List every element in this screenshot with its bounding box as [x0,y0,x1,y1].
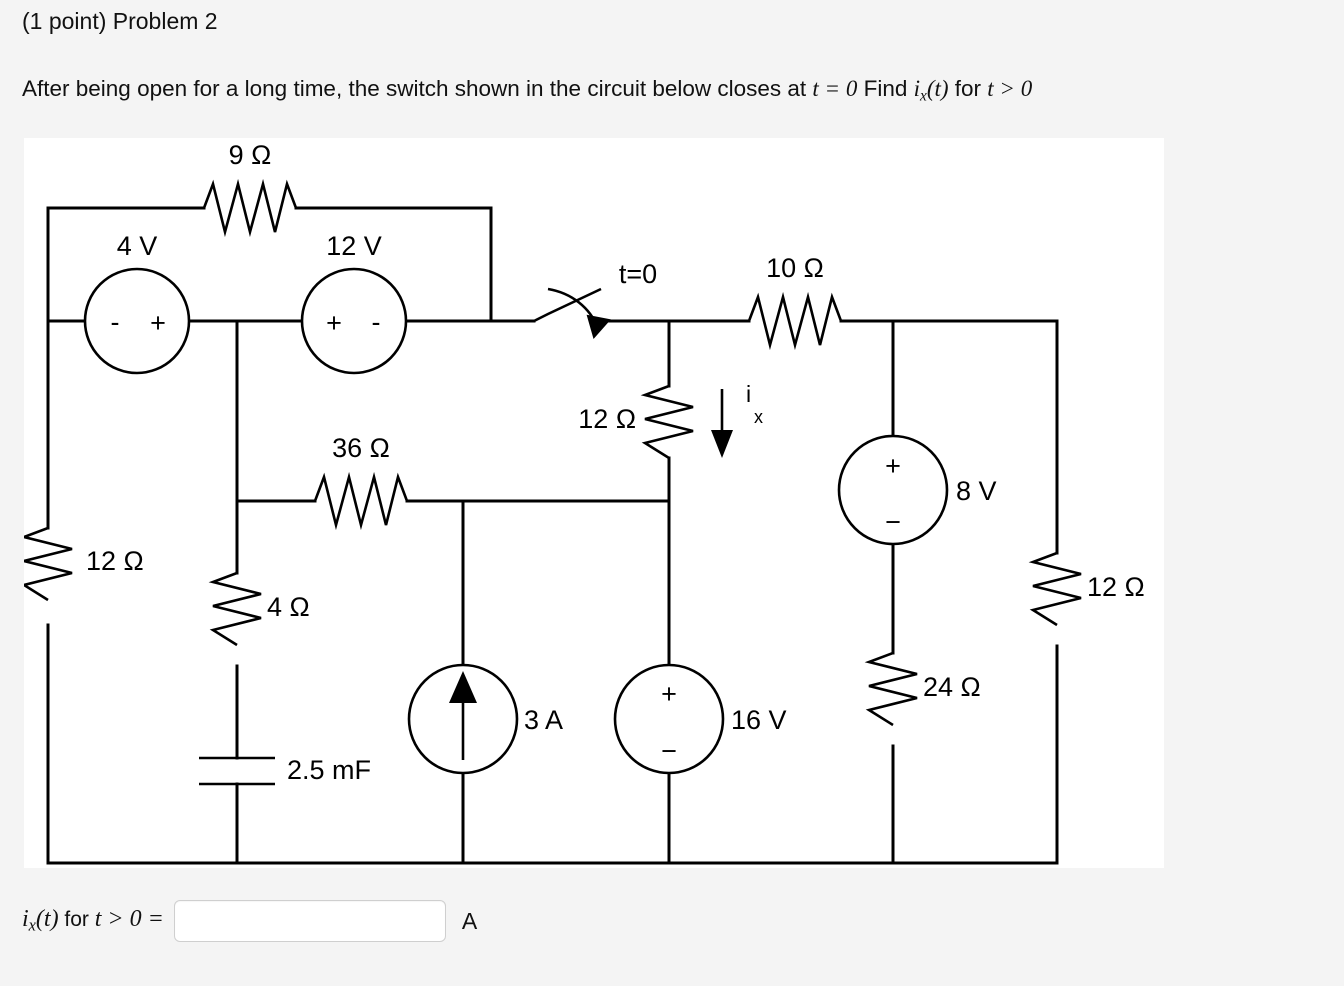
resistor-9-ohm [202,178,298,238]
statement-t-gt-zero: t > 0 [987,76,1033,101]
answer-label-of-t: (t) [35,906,59,933]
voltage-source-4v [83,267,191,375]
answer-label: ix(t) for t > 0 = [22,906,164,936]
resistor-24-ohm [864,651,918,727]
voltage-source-16v [613,663,725,775]
capacitor-label: 2.5 mF [287,755,371,785]
resistor-12-ohm-ix [640,384,694,460]
resistor-4-ohm [208,571,262,647]
page-title: (1 point) Problem 2 [22,8,218,34]
ix-current-subscript: x [754,407,763,427]
voltage-source-4v-label: 4 V [117,231,158,261]
voltage-source-12v-label: 12 V [326,231,382,261]
resistor-4-ohm-label: 4 Ω [267,592,310,622]
resistor-24-ohm-label: 24 Ω [923,672,981,702]
resistor-12-ohm-right [1028,551,1082,627]
answer-label-condition: t > 0 = [94,906,164,933]
voltage-source-8v-plus: + [885,451,901,481]
resistor-10-ohm [747,291,843,351]
voltage-source-12v-plus: + [326,308,342,338]
ix-arrow-head [711,430,733,458]
switch-arrow-head [586,314,611,340]
voltage-source-16v-plus: + [661,679,677,709]
statement-of-t: (t) [926,76,949,101]
resistor-12-ohm-right-label: 12 Ω [1087,572,1145,602]
voltage-source-8v [837,434,949,546]
statement-text-1: After being open for a long time, the sw… [22,76,813,101]
resistor-12-ohm-ix-label: 12 Ω [578,404,636,434]
statement-current-symbol: i [913,76,921,101]
voltage-source-4v-plus: + [150,308,166,338]
problem-statement: After being open for a long time, the sw… [22,76,1032,105]
switch-label-t0: t=0 [619,259,657,289]
resistor-36-ohm-label: 36 Ω [332,433,390,463]
voltage-source-8v-minus: − [885,507,901,537]
statement-current-subscript: x [920,87,927,105]
answer-label-for: for [58,908,95,932]
current-source-3a-label: 3 A [524,705,563,735]
resistor-12-ohm-left-label: 12 Ω [86,546,144,576]
resistor-10-ohm-label: 10 Ω [766,253,824,283]
resistor-12-ohm-left [24,526,73,602]
voltage-source-12v [300,267,408,375]
switch-blade [533,287,602,323]
answer-input[interactable] [173,900,446,942]
resistor-9-ohm-label: 9 Ω [229,140,272,170]
current-source-3a-arrow-head [449,671,477,703]
answer-row: ix(t) for t > 0 = A [22,900,477,942]
answer-unit: A [461,907,478,934]
statement-for: for [948,76,988,101]
voltage-source-8v-label: 8 V [956,476,997,506]
voltage-source-16v-minus: − [661,736,677,766]
circuit-diagram: 9 Ω - + 4 V + - 12 V t=0 10 Ω 12 Ω [24,138,1164,868]
ix-current-label: i [746,381,751,407]
voltage-source-4v-minus: - [111,307,120,337]
statement-find: Find [857,76,914,101]
statement-t-equals-zero: t = 0 [812,76,858,101]
voltage-source-12v-minus: - [372,307,381,337]
resistor-36-ohm [313,471,409,531]
answer-label-subscript: x [28,915,36,935]
wire-top-right [294,206,493,323]
voltage-source-16v-label: 16 V [731,705,787,735]
answer-label-i: i [22,906,29,933]
